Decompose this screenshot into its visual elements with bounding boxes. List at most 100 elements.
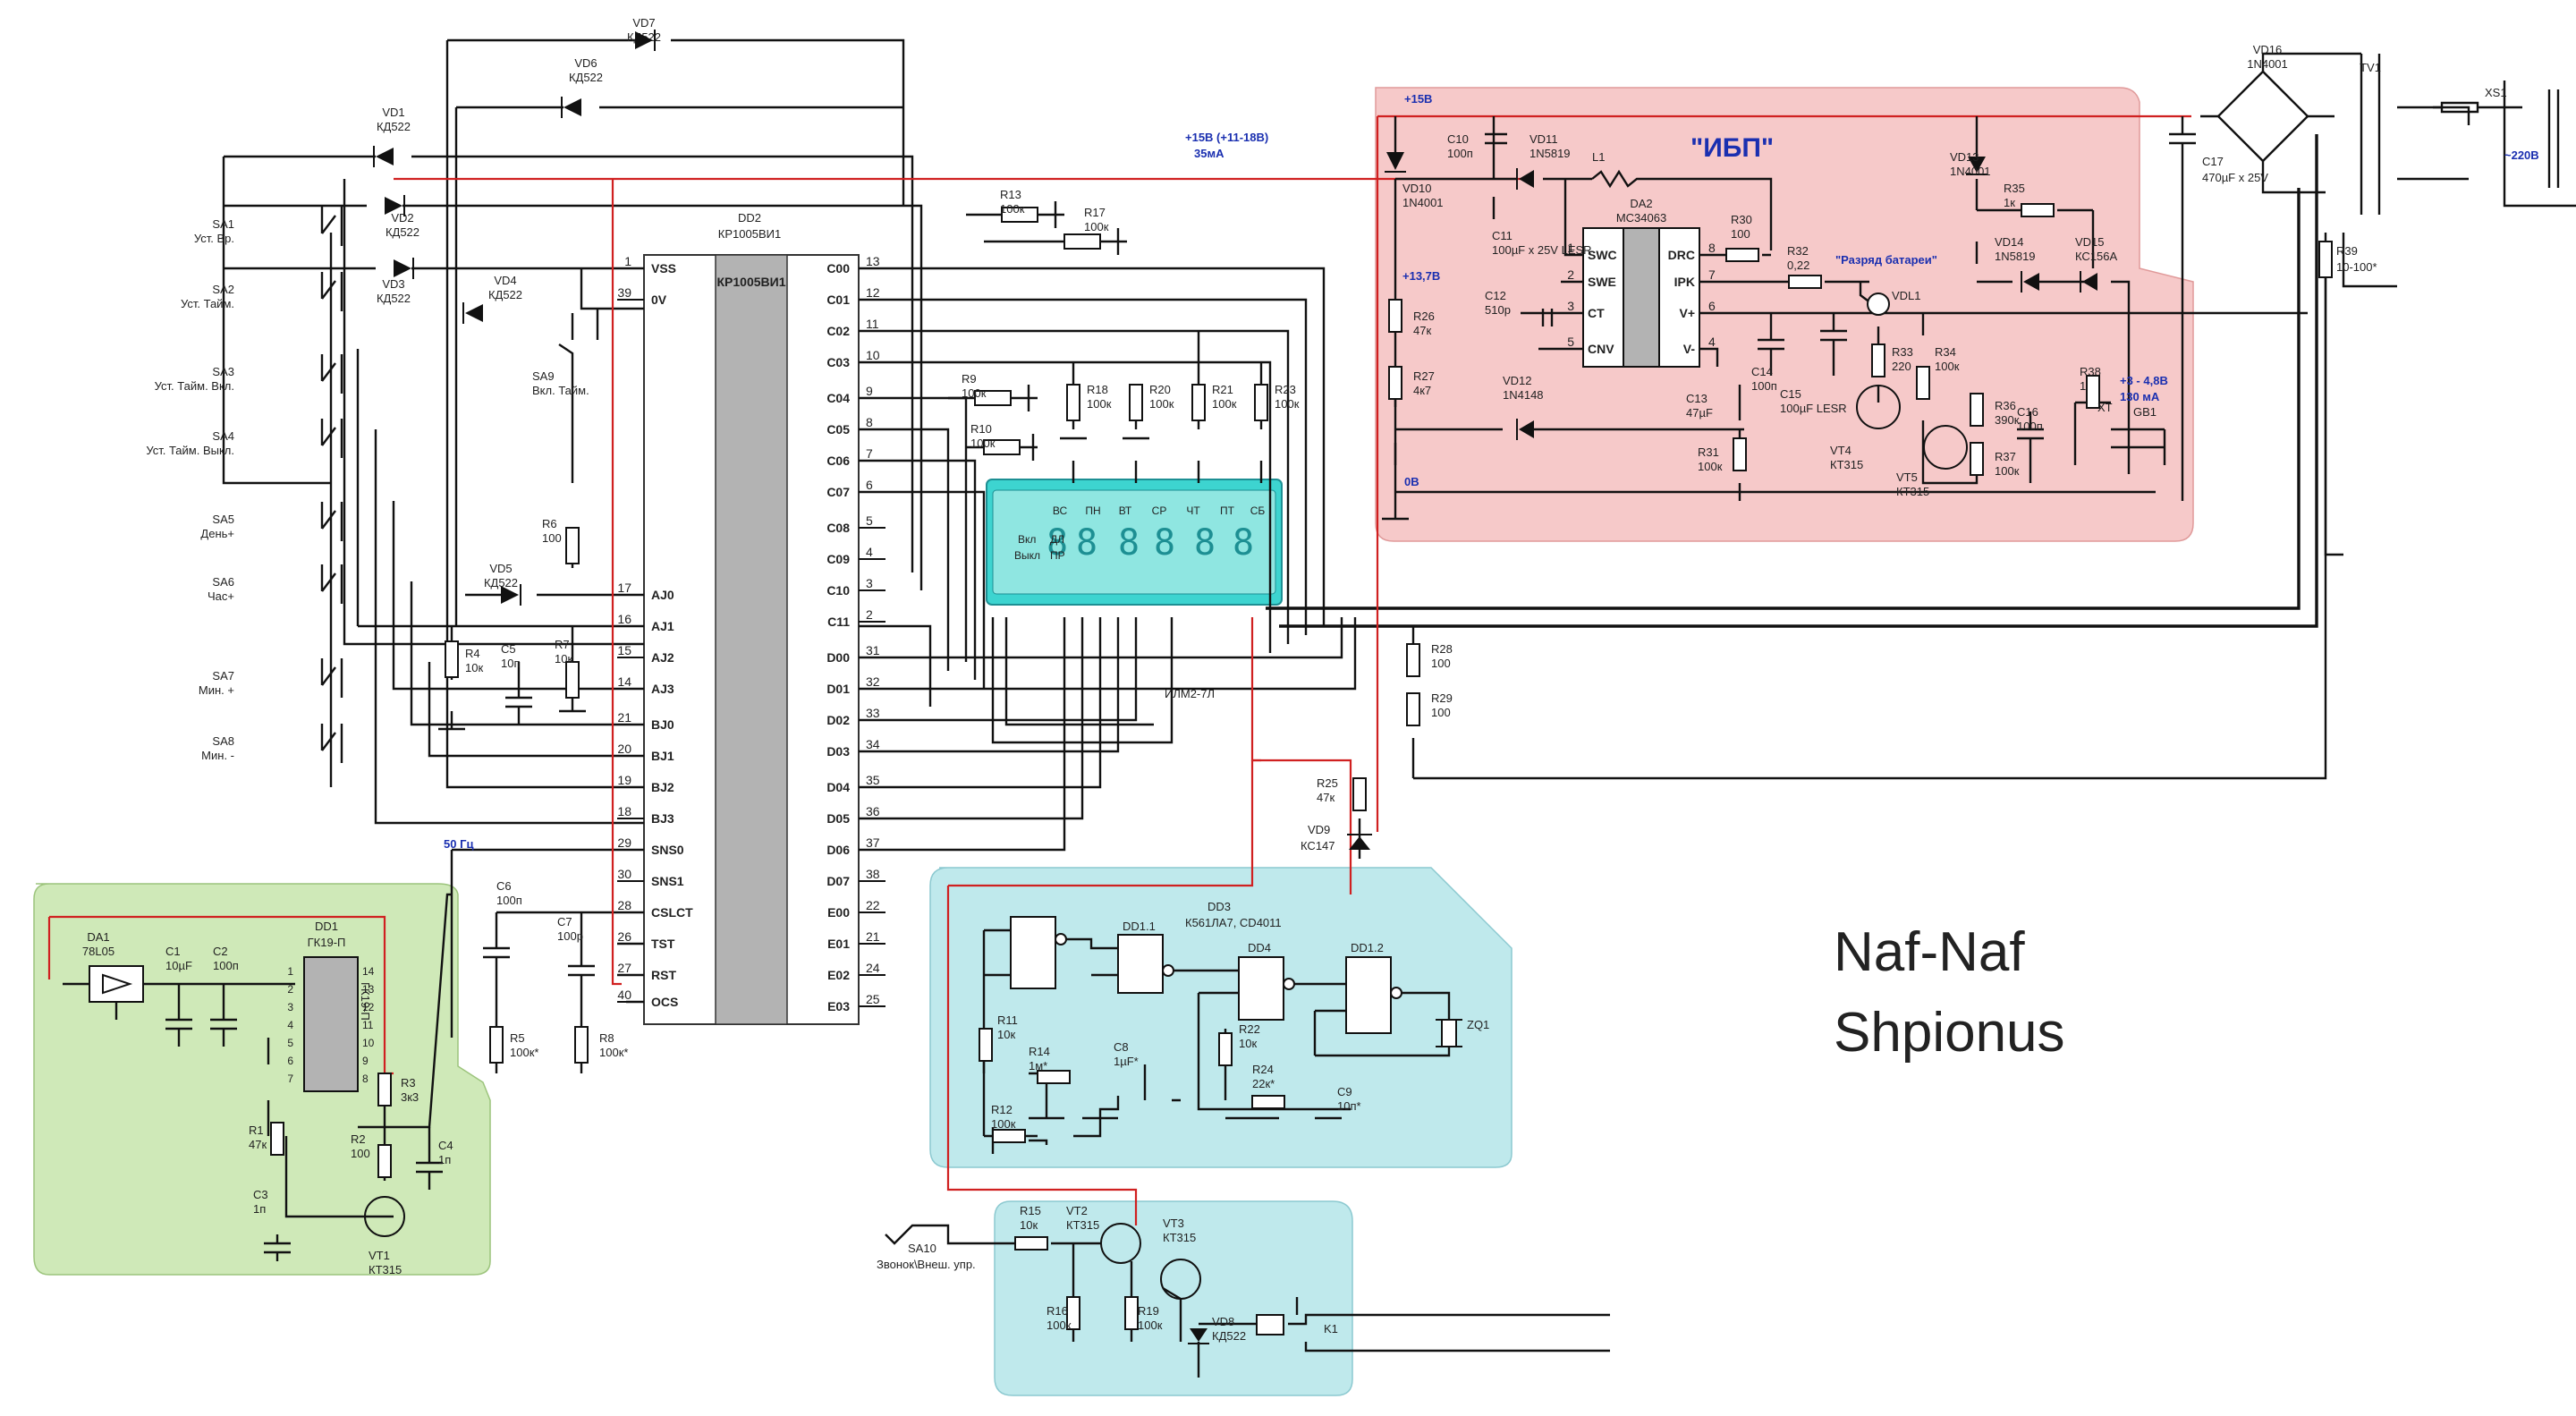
component-ref: VT5 xyxy=(1896,471,1918,484)
resistor-value: 100к xyxy=(962,386,987,400)
component-ref: R30 xyxy=(1731,213,1752,226)
diode-glyphs xyxy=(373,30,656,606)
dd2-pin-name: E00 xyxy=(827,905,850,920)
dd2-left-pins: VSS10V39AJ017AJ116AJ215AJ314BJ021BJ120BJ… xyxy=(617,254,693,1009)
timer-region xyxy=(33,883,491,1276)
diode-ref: VD1 xyxy=(382,106,404,119)
component-value: 1N5819 xyxy=(1995,250,2036,263)
dd2-pin-number: 38 xyxy=(866,867,880,881)
component-value: 22к* xyxy=(1252,1077,1275,1090)
component-ref: R36 xyxy=(1995,399,2016,412)
component-value: 100п xyxy=(2017,420,2043,433)
ups-region xyxy=(1375,87,2194,542)
component-value: 1N4148 xyxy=(1503,388,1544,402)
component-ref: C14 xyxy=(1751,365,1773,378)
switch-ref: SA3 xyxy=(212,365,234,378)
display-mode-pr: ПР xyxy=(1050,549,1065,562)
c17-value: 470µF x 25V xyxy=(2202,171,2268,184)
component-ref: R7 xyxy=(555,638,570,651)
diode-ref: VD2 xyxy=(391,211,413,225)
dd2-pin-number: 37 xyxy=(866,835,880,850)
buzzer-region xyxy=(929,867,1513,1168)
dd2-pin-name: E03 xyxy=(827,999,850,1013)
switch-contact xyxy=(320,658,343,698)
component-ref: VD11 xyxy=(1530,132,1558,146)
buzzer-block xyxy=(979,916,1462,1154)
xs1-label: XS1 xyxy=(2485,86,2507,99)
dd2-pin-number: 9 xyxy=(866,384,873,398)
dd2-pin-name: CSLCT xyxy=(651,905,693,920)
component-ref: C10 xyxy=(1447,132,1469,146)
dd2-pin-number: 25 xyxy=(866,992,880,1006)
dd2-pin-number: 1 xyxy=(624,254,631,268)
sa10-desc: Звонок\Внеш. упр. xyxy=(877,1258,976,1271)
switch-desc: День+ xyxy=(200,527,234,540)
display-digit-5: 8 xyxy=(1194,522,1216,564)
dd2-pin-number: 39 xyxy=(617,285,631,300)
component-value: 10к xyxy=(997,1028,1015,1041)
component-ref: VT3 xyxy=(1163,1217,1184,1230)
sa9-switch xyxy=(558,309,599,376)
component-ref: R15 xyxy=(1020,1204,1041,1217)
component-ref: R4 xyxy=(465,647,480,660)
da2-pin-name: IPK xyxy=(1674,275,1695,289)
switch-desc: Час+ xyxy=(208,589,234,603)
dd1-pin: 7 xyxy=(287,1073,293,1085)
resistor-value: 100к xyxy=(1149,397,1174,411)
da2-pin-name: CT xyxy=(1588,306,1605,320)
diode-part: КД522 xyxy=(569,71,603,84)
dd2-pin-number: 30 xyxy=(617,867,631,881)
resistor-value: 100к xyxy=(1275,397,1300,411)
dd1-pin: 11 xyxy=(362,1019,374,1031)
dd2-aux-labels: R410кC510пR6100R710кC6100пC7100рR5100к*R… xyxy=(465,517,628,1059)
dd1-body-label: ГК19-П xyxy=(359,982,372,1021)
dd2-pin-number: 28 xyxy=(617,898,631,912)
component-ref: R37 xyxy=(1995,450,2016,463)
diode-part: КД522 xyxy=(488,288,522,301)
component-value: 47µF xyxy=(1686,406,1713,420)
dd1-pin: 2 xyxy=(287,983,293,996)
component-value: 1м* xyxy=(1029,1059,1047,1073)
freq-label: 50 Гц xyxy=(444,837,473,851)
component-ref: R8 xyxy=(599,1031,614,1045)
component-ref: R34 xyxy=(1935,345,1956,359)
component-ref: C12 xyxy=(1485,289,1506,302)
display-digit-6: 8 xyxy=(1233,522,1254,564)
dd2-pin-number: 40 xyxy=(617,988,631,1002)
dd2-pin-name: D00 xyxy=(826,650,850,665)
switch-desc: Мин. - xyxy=(201,749,234,762)
dd2-pin-name: BJ2 xyxy=(651,780,674,794)
dd2-pin-number: 31 xyxy=(866,643,880,657)
component-value: 100к* xyxy=(599,1046,628,1059)
resistor-value: 100к xyxy=(1087,397,1112,411)
resistor-value: 100к xyxy=(1084,220,1109,233)
component-ref: VD14 xyxy=(1995,235,2024,249)
switch-contact xyxy=(320,272,343,311)
dd2-pin-number: 15 xyxy=(617,643,631,657)
component-ref: C15 xyxy=(1780,387,1801,401)
resistor-value: 100к xyxy=(970,437,996,450)
component-ref: R3 xyxy=(401,1076,416,1090)
dd1-pin: 6 xyxy=(287,1055,293,1067)
dd2-pin-number: 16 xyxy=(617,612,631,626)
vfd-display: ИЛМ2-7Л xyxy=(986,479,1283,700)
da2-pin-name: CNV xyxy=(1588,342,1614,356)
rail-15v-range: +15В (+11-18В) xyxy=(1185,131,1268,144)
da2-pin-number: 6 xyxy=(1708,299,1716,313)
dd2-pin-number: 10 xyxy=(866,348,880,362)
dd2-pin-name: BJ0 xyxy=(651,717,674,732)
component-value: 100п xyxy=(1447,147,1473,160)
component-ref: R16 xyxy=(1046,1304,1068,1318)
component-value: КТ315 xyxy=(369,1263,402,1276)
switch-desc: Уст. Тайм. Выкл. xyxy=(146,444,234,457)
switch-ref: SA8 xyxy=(212,734,234,748)
dd2-pin-name: E01 xyxy=(827,937,850,951)
da2-pin-number: 5 xyxy=(1567,335,1574,349)
switch-ref: SA9 xyxy=(532,369,555,383)
dd1-pin: 12 xyxy=(362,1001,375,1013)
rail-35ma: 35мА xyxy=(1194,147,1224,160)
da1-ref: DA1 xyxy=(87,930,109,944)
